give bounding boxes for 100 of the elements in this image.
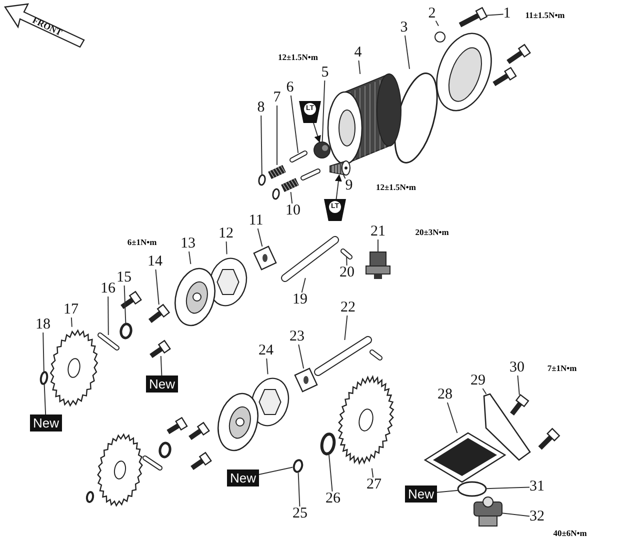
leader-line <box>446 402 458 434</box>
torque-value: 12±1.5N•m <box>278 52 318 62</box>
pin <box>370 350 382 360</box>
callout-number: 18 <box>36 318 50 332</box>
leader-line <box>44 384 46 415</box>
leader-line <box>70 317 72 328</box>
leader-line <box>266 358 268 375</box>
leader-line <box>188 251 192 265</box>
ring <box>258 174 266 186</box>
pump-cover <box>174 268 216 326</box>
shaft <box>281 236 339 282</box>
leader-line <box>486 14 504 16</box>
screen-plate <box>483 393 531 461</box>
callout-number: 25 <box>292 506 308 522</box>
bolt <box>190 452 212 470</box>
ring <box>86 491 94 503</box>
bolt <box>166 416 188 434</box>
sensor <box>366 252 390 279</box>
new-part-badge: New <box>146 376 178 392</box>
oil-screen <box>424 432 506 483</box>
leader-line <box>346 256 348 266</box>
torque-value: 11±1.5N•m <box>525 10 565 20</box>
washer <box>320 432 336 456</box>
leader-line <box>260 115 262 176</box>
ring <box>292 459 304 473</box>
leader-line <box>436 490 458 493</box>
bolt <box>150 340 171 358</box>
new-part-badge: New <box>227 470 259 486</box>
leader-line <box>435 20 439 26</box>
plug <box>330 160 350 176</box>
ring <box>40 371 48 385</box>
leader-line <box>257 228 263 247</box>
bolt <box>458 6 488 28</box>
callout-number: 22 <box>340 300 356 316</box>
callout-number: 11 <box>248 214 264 228</box>
leader-line <box>344 315 348 340</box>
gear <box>50 329 98 407</box>
callout-number: 32 <box>530 510 544 524</box>
leader-line <box>124 285 126 324</box>
callout-number: 19 <box>292 292 308 308</box>
bolt <box>148 304 170 323</box>
callout-number: 16 <box>100 282 116 296</box>
leader-line <box>358 60 361 74</box>
arrow <box>313 122 321 143</box>
pin <box>98 332 120 350</box>
callout-number: 9 <box>345 178 353 194</box>
leader-line <box>328 454 333 492</box>
pin <box>142 456 162 470</box>
torque-value: 40±6N•m <box>553 528 587 538</box>
pump-cover <box>218 392 258 452</box>
bolt <box>538 428 560 450</box>
callout-number: 30 <box>510 360 524 376</box>
callout-number: 28 <box>438 388 452 402</box>
torque-value: 20±3N•m <box>415 228 449 236</box>
callout-number: 14 <box>148 254 162 270</box>
bolt <box>492 66 517 86</box>
leader-line <box>502 512 530 517</box>
callout-number: 31 <box>530 480 544 494</box>
callout-number: 13 <box>180 236 196 252</box>
callout-number: 20 <box>340 266 354 280</box>
callout-number: 23 <box>290 330 304 344</box>
arrow <box>334 174 342 200</box>
leader-line <box>371 468 374 478</box>
callout-number: 6 <box>286 80 294 96</box>
callout-number: 2 <box>428 6 436 22</box>
pin <box>340 248 352 260</box>
bolt <box>188 422 210 440</box>
leader-line <box>404 35 410 70</box>
new-part-badge: New <box>405 486 437 502</box>
gear <box>97 433 143 507</box>
leader-line <box>482 388 487 394</box>
new-part-badge: New <box>30 414 62 432</box>
callout-number: 29 <box>470 374 486 388</box>
torque-value: 7±1N•m <box>547 364 577 372</box>
leader-line <box>276 105 278 166</box>
callout-number: 27 <box>366 478 382 492</box>
callout-number: 26 <box>326 492 340 506</box>
callout-number: 3 <box>400 20 408 36</box>
o-ring <box>457 481 487 497</box>
spring <box>268 165 286 179</box>
leader-line <box>517 375 520 396</box>
ring <box>272 188 280 200</box>
leader-line <box>290 192 293 204</box>
leader-line <box>258 466 294 475</box>
leader-line <box>486 486 530 490</box>
drain-plug <box>474 496 502 526</box>
filter-cover <box>434 32 492 112</box>
leader-line <box>160 356 162 376</box>
callout-number: 8 <box>257 100 265 116</box>
leader-line <box>301 278 306 293</box>
callout-number: 4 <box>354 46 362 60</box>
leader-line <box>298 472 300 507</box>
leader-line <box>343 174 346 179</box>
callout-number: 15 <box>116 270 132 286</box>
plug <box>314 142 330 158</box>
bolt <box>506 44 531 64</box>
pin <box>300 168 320 180</box>
washer <box>120 322 132 340</box>
bolt <box>120 290 142 310</box>
shaft <box>314 336 372 376</box>
